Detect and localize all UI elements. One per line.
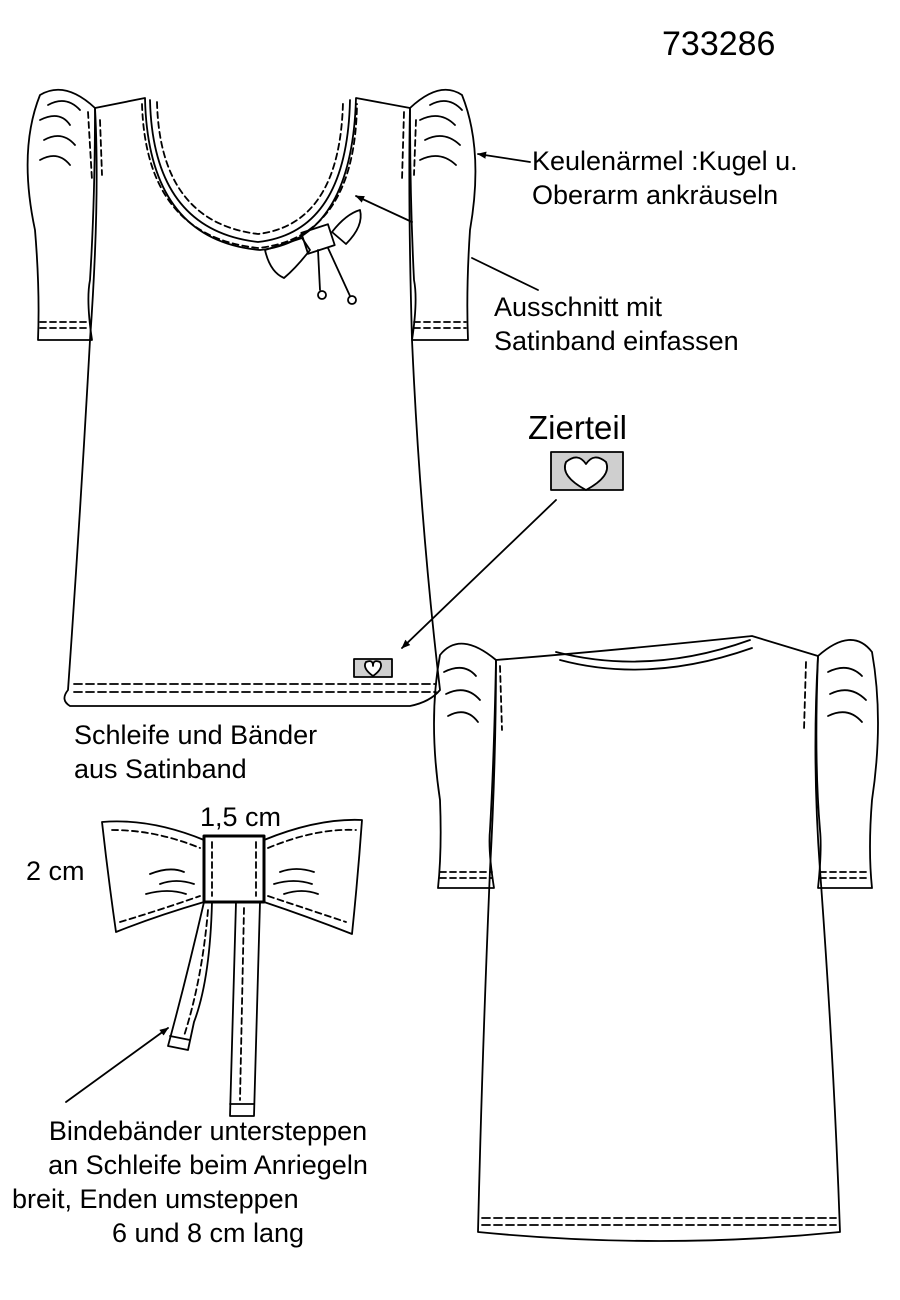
sleeve-arrow bbox=[477, 151, 531, 163]
leader-lines bbox=[65, 151, 557, 1103]
front-body-outline bbox=[63, 97, 441, 707]
heart-badge-icon bbox=[550, 451, 624, 491]
article-number: 733286 bbox=[662, 25, 776, 63]
decoration-arrow bbox=[401, 499, 557, 649]
bow-note-line-2: aus Satinband bbox=[74, 754, 247, 784]
bow-note: Schleife und Bänder aus Satinband bbox=[74, 718, 317, 786]
decoration-title: Zierteil bbox=[528, 409, 628, 446]
sleeve-note-line-1: Keulenärmel :Kugel u. bbox=[532, 146, 798, 176]
back-neck-binding bbox=[555, 639, 751, 663]
bow-icon bbox=[101, 818, 363, 1117]
neck-leader bbox=[471, 257, 539, 291]
ties-note: Bindebänder untersteppen an Schleife bei… bbox=[8, 1114, 408, 1250]
back-right-sleeve bbox=[815, 639, 879, 889]
ties-note-line-2: an Schleife beim Anriegeln bbox=[48, 1150, 368, 1180]
bow-knot bbox=[202, 834, 266, 904]
shirt-back-icon bbox=[433, 635, 879, 1242]
ties-note-line-3: breit, Enden umsteppen bbox=[12, 1184, 299, 1214]
front-left-sleeve bbox=[26, 88, 96, 341]
shirt-front-icon bbox=[26, 88, 477, 707]
bow-tie-left bbox=[167, 901, 213, 1051]
bow-width-dimension: 1,5 cm bbox=[200, 802, 282, 832]
back-body-outline bbox=[477, 635, 841, 1242]
front-right-sleeve bbox=[409, 88, 477, 341]
neckline-note-line-1: Ausschnitt mit bbox=[494, 292, 663, 322]
ties-arrow bbox=[65, 1027, 169, 1103]
bow-height-dimension: 2 cm bbox=[26, 856, 85, 886]
neckline-note: Ausschnitt mit Satinband einfassen bbox=[494, 290, 739, 358]
sleeve-note: Keulenärmel :Kugel u. Oberarm ankräuseln bbox=[532, 144, 798, 212]
ties-note-line-4: 6 und 8 cm lang bbox=[111, 1218, 305, 1248]
front-heart-badge bbox=[353, 658, 393, 678]
front-bow bbox=[264, 209, 362, 305]
ties-note-line-1: Bindebänder untersteppen bbox=[48, 1116, 368, 1146]
front-neck-binding bbox=[149, 99, 351, 243]
neck-arrow bbox=[355, 195, 413, 223]
back-left-sleeve bbox=[433, 642, 497, 889]
bow-tie-right bbox=[229, 901, 261, 1117]
neckline-note-line-2: Satinband einfassen bbox=[494, 326, 739, 356]
sleeve-note-line-2: Oberarm ankräuseln bbox=[532, 180, 779, 210]
bow-note-line-1: Schleife und Bänder bbox=[74, 720, 318, 750]
